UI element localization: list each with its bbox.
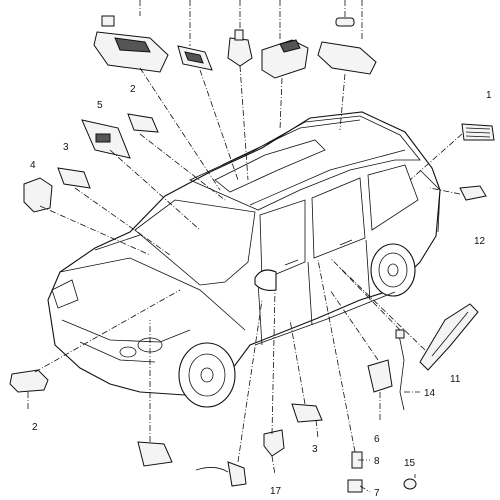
part-sensor-connector [227,29,253,67]
part-11-sill-strip [419,303,479,371]
part-wire-harness [195,461,247,487]
callout-17: 17 [270,486,282,497]
part-12-side-light [459,185,487,201]
callout-12: 12 [474,236,486,247]
part-6-control-unit [367,359,393,393]
part-15-cap [403,478,417,490]
callout-7: 7 [374,488,380,499]
callout-15: 15 [404,458,416,469]
part-3-courtesy-light-left [57,167,91,189]
part-reading-lamp [177,45,213,71]
part-17-switch [263,429,285,457]
part-1-dome-light [93,15,169,73]
part-rear-dome-light [317,41,377,75]
callout-2-bottom: 2 [32,422,38,433]
part-14-antenna [395,329,405,411]
callout-11: 11 [450,374,461,385]
part-4-bracket-light [23,177,53,213]
callout-2-top: 2 [130,84,136,95]
part-bulb [335,17,355,27]
callout-6: 6 [374,434,380,445]
part-5-vanity-mirror-light [81,119,131,159]
callout-5: 5 [97,100,103,111]
callout-14: 14 [424,388,436,399]
callout-4: 4 [30,160,36,171]
part-2-courtesy-light-top [127,113,159,133]
leader-lines [27,0,463,493]
callout-3-bottom: 3 [312,444,318,455]
part-rear-vent-light [461,123,495,141]
callout-8: 8 [374,456,380,467]
part-2-courtesy-light-bottom [9,369,49,393]
callout-3-left: 3 [63,142,69,153]
part-control-module [261,39,309,79]
vehicle-illustration [47,111,441,408]
part-3-courtesy-light-bottom [291,403,323,423]
part-license-light [137,441,173,467]
callout-1: 1 [486,90,492,101]
part-7-bulb [347,479,363,493]
